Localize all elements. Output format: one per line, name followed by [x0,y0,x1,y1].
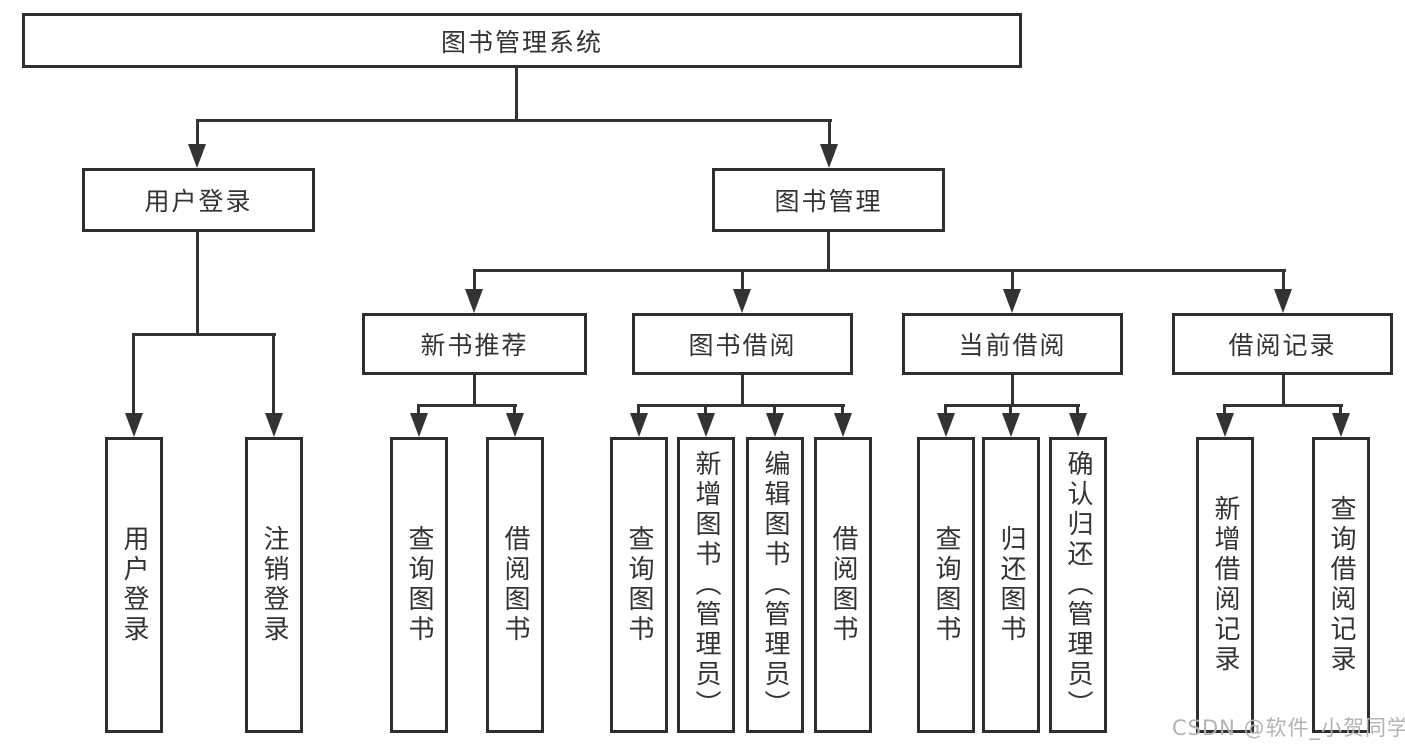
connector-feed [741,375,744,407]
arrow-down-icon [125,413,143,437]
leaf-borrow-books-recommend: 借阅图书 [486,437,544,733]
arrow-down-icon [1274,289,1292,313]
leaf-confirm-return-admin: 确认归还（管理员） [1049,437,1107,733]
connector-rail [637,404,845,407]
connector-drop [473,269,476,297]
arrow-down-icon [834,413,852,437]
leaf-borrow-books: 借阅图书 [814,437,872,733]
arrow-down-icon [766,413,784,437]
arrow-down-icon [506,413,524,437]
arrow-down-icon [265,413,283,437]
arrow-down-icon [1003,289,1021,313]
connector-userlogin-rail [132,333,276,336]
csdn-watermark: CSDN @软件_小贺同学 [1172,716,1405,740]
connector-drop [828,119,831,151]
arrow-down-icon [630,413,648,437]
leaf-query-books-borrow: 查询图书 [610,437,668,733]
connector-feed [1282,375,1285,407]
connector-drop [704,404,707,418]
node-book-management: 图书管理 [712,168,945,232]
connector-drop [132,333,135,418]
connector-root-rail [196,119,832,122]
connector-drop [1339,404,1342,418]
node-new-book-recommend: 新书推荐 [362,313,587,375]
connector-bookmgmt-feed [827,232,830,272]
arrow-down-icon [1002,413,1020,437]
node-current-borrow: 当前借阅 [902,313,1123,375]
connector-drop [637,404,640,418]
arrow-down-icon [697,413,715,437]
connector-drop [1223,404,1226,418]
connector-bookmgmt-rail [473,269,1286,272]
arrow-down-icon [410,413,428,437]
connector-drop [417,404,420,418]
connector-drop [1009,404,1012,418]
arrow-down-icon [465,289,483,313]
connector-drop [196,119,199,151]
leaf-add-books-admin: 新增图书（管理员） [677,437,735,733]
connector-rail [417,404,517,407]
connector-rail [1223,404,1343,407]
leaf-logout: 注销登录 [245,437,303,733]
connector-rail [944,404,1080,407]
arrow-down-icon [733,289,751,313]
connector-root-feed [515,68,518,122]
connector-drop [841,404,844,418]
leaf-return-books: 归还图书 [982,437,1040,733]
leaf-query-books-current: 查询图书 [917,437,975,733]
arrow-down-icon [1216,413,1234,437]
connector-drop [513,404,516,418]
leaf-user-login: 用户登录 [105,437,163,733]
node-book-borrow: 图书借阅 [632,313,853,375]
connector-feed [473,375,476,407]
connector-userlogin-feed [196,232,199,336]
node-root: 图书管理系统 [22,13,1022,68]
leaf-query-books-recommend: 查询图书 [390,437,448,733]
connector-drop [1282,269,1285,297]
connector-drop [741,269,744,297]
leaf-query-borrow-record: 查询借阅记录 [1312,437,1370,733]
arrow-down-icon [937,413,955,437]
connector-drop [1076,404,1079,418]
connector-drop [1011,269,1014,297]
connector-drop [944,404,947,418]
leaf-add-borrow-record: 新增借阅记录 [1196,437,1254,733]
node-user-login: 用户登录 [82,168,315,232]
arrow-down-icon [820,144,838,168]
connector-drop [272,333,275,418]
arrow-down-icon [188,144,206,168]
arrow-down-icon [1332,413,1350,437]
arrow-down-icon [1069,413,1087,437]
leaf-edit-books-admin: 编辑图书（管理员） [746,437,804,733]
connector-drop [773,404,776,418]
connector-feed [1011,375,1014,407]
node-borrow-records: 借阅记录 [1172,313,1393,375]
